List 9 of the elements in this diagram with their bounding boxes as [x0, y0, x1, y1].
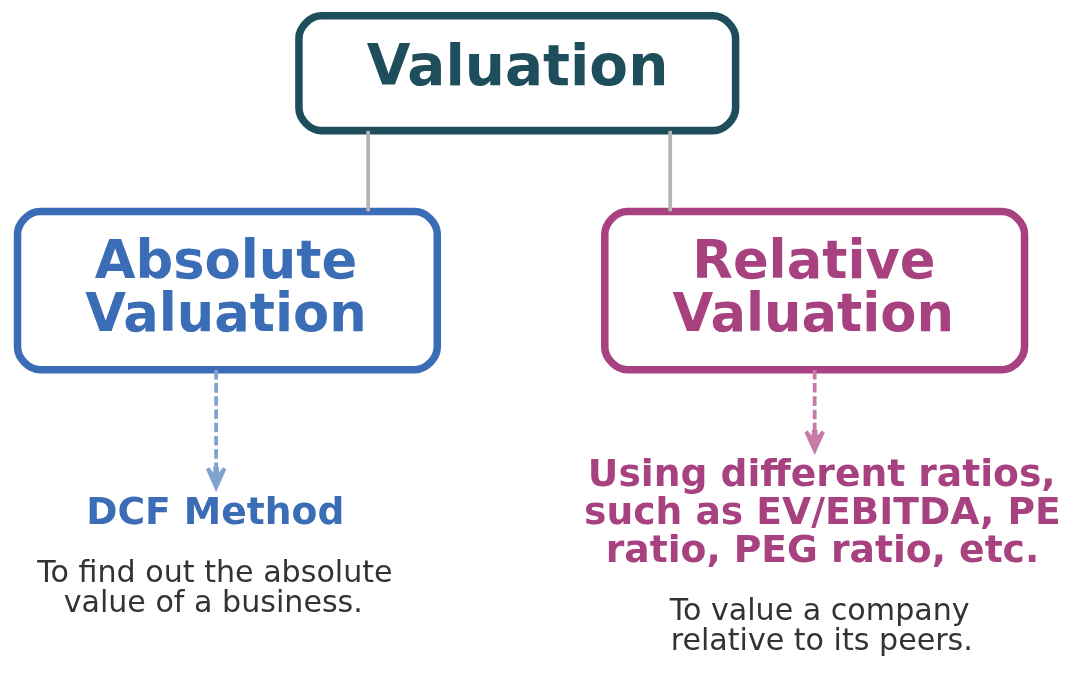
arrow [205, 370, 227, 490]
node-box: Valuation [295, 12, 740, 135]
node-box: Relative Valuation [601, 207, 1029, 374]
connector [668, 130, 673, 212]
node-text: Using different ratios, such as EV/EBITDA, PE ratio, PEG ratio, etc. To value a company relative to its peers. [584, 451, 1061, 657]
connector [366, 130, 370, 212]
node-box: Absolute Valuation [13, 207, 442, 374]
node-text: DCF Method To find out the absolute value of a business. [37, 489, 393, 620]
arrow [804, 370, 825, 453]
